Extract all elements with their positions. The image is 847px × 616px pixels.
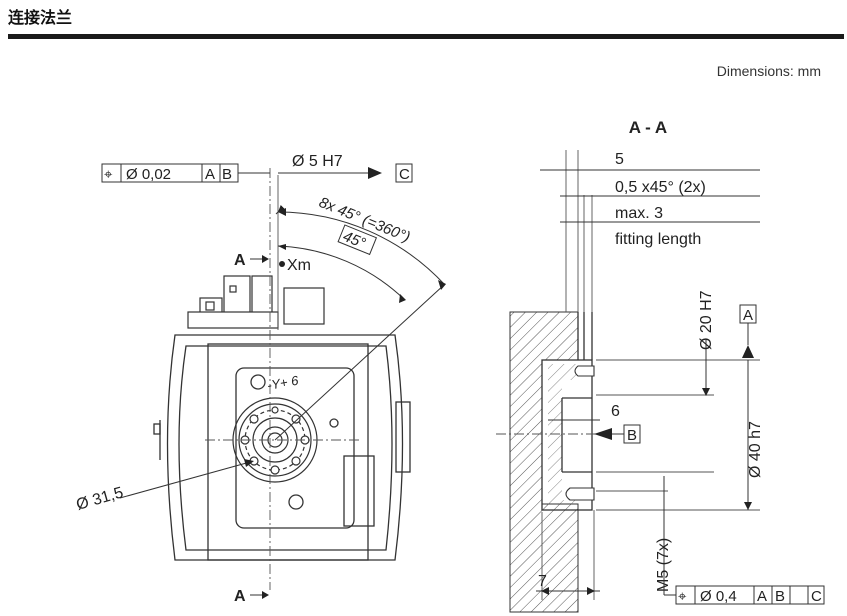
thread-dimension: M5 (7x) bbox=[655, 476, 672, 592]
svg-text:max. 3: max. 3 bbox=[615, 205, 663, 222]
dimension-6: 6 bbox=[548, 403, 620, 421]
svg-text:C: C bbox=[811, 588, 822, 605]
pin-dim-label: Ø 5 H7 bbox=[292, 153, 343, 170]
units-note: Dimensions: mm bbox=[716, 63, 821, 79]
threaded-holes bbox=[565, 365, 595, 501]
fcf-datum-a: A bbox=[205, 166, 215, 183]
connector-housing bbox=[187, 275, 325, 329]
svg-text:B: B bbox=[627, 427, 637, 444]
svg-text:Ø 0,4: Ø 0,4 bbox=[700, 588, 737, 605]
svg-text:7: 7 bbox=[538, 573, 547, 590]
dimension-7: 7 bbox=[536, 573, 600, 595]
svg-text:Ø 20 H7: Ø 20 H7 bbox=[698, 290, 715, 350]
section-view: A - A bbox=[496, 118, 825, 613]
fcf-tolerance-value: Ø 0,02 bbox=[126, 166, 171, 183]
bolt-circle-label: Ø 31,5 bbox=[74, 484, 125, 514]
svg-text:A: A bbox=[743, 307, 753, 324]
flange-engraving: -Y+ 6 bbox=[266, 373, 300, 393]
svg-text:M5 (7x): M5 (7x) bbox=[655, 538, 672, 592]
centerlines bbox=[205, 168, 360, 590]
fcf-thread-position: ⌖ Ø 0,4 A B C bbox=[663, 580, 825, 605]
dimension-5: 5 bbox=[540, 151, 760, 171]
svg-text:Ø 40 h7: Ø 40 h7 bbox=[747, 421, 764, 478]
drive-body bbox=[153, 334, 411, 561]
fitting-length-note: max. 3 fitting length bbox=[560, 205, 760, 248]
datum-a: A bbox=[739, 304, 757, 358]
svg-text:A: A bbox=[234, 588, 246, 605]
datum-c-label: C bbox=[399, 166, 410, 183]
pin-dimension: Ø 5 H7 C bbox=[278, 153, 413, 183]
svg-text:6: 6 bbox=[611, 403, 620, 420]
angle-dimension bbox=[274, 204, 446, 441]
fcf-datum-b: B bbox=[222, 166, 232, 183]
chamfer-note: 0,5 x45° (2x) bbox=[560, 179, 760, 197]
fcf-position-tolerance: ⌖ Ø 0,02 A B bbox=[101, 163, 270, 183]
svg-text:A: A bbox=[757, 588, 767, 605]
xm-label: Xm bbox=[287, 257, 311, 274]
flange-section bbox=[541, 312, 593, 511]
xm-marker bbox=[279, 261, 285, 267]
datum-b: B bbox=[594, 424, 641, 444]
svg-text:A: A bbox=[234, 252, 246, 269]
svg-text:B: B bbox=[775, 588, 785, 605]
fcf-position-symbol: ⌖ bbox=[104, 166, 113, 183]
hatched-housing bbox=[509, 311, 579, 613]
svg-text:fitting length: fitting length bbox=[615, 231, 701, 248]
svg-text:5: 5 bbox=[615, 151, 624, 168]
svg-text:0,5 x45° (2x): 0,5 x45° (2x) bbox=[615, 179, 706, 196]
section-centerlines bbox=[496, 150, 760, 600]
section-title: A - A bbox=[629, 118, 667, 137]
section-mark-top: A bbox=[234, 252, 269, 269]
header-divider bbox=[8, 34, 844, 39]
page-title: 连接法兰 bbox=[8, 8, 73, 27]
outer-dimension: Ø 40 h7 bbox=[744, 360, 764, 510]
bore-dimension: Ø 20 H7 bbox=[698, 290, 715, 396]
svg-text:⌖: ⌖ bbox=[678, 588, 687, 605]
front-view: ⌖ Ø 0,02 A B Ø 5 H7 C 8x 45° (=360°) 45°… bbox=[74, 153, 446, 605]
section-mark-bottom: A bbox=[234, 588, 269, 605]
